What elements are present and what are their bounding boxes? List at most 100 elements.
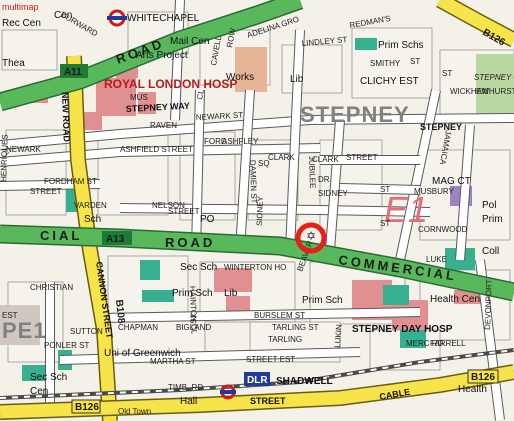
sec-sch-label: Sec Sch (180, 262, 217, 273)
uni-label: Uni of Greenwich (104, 348, 181, 359)
street-label: TARLING (268, 335, 302, 344)
street-label: SMITHY (370, 59, 401, 68)
street-label: LINDLEY ST (301, 35, 347, 48)
synagogue-star-icon: ✡ (306, 229, 316, 243)
multimap-watermark: multimap (2, 2, 39, 12)
hainton-label: HAINTON CL (188, 286, 199, 335)
street-label: EST (2, 311, 18, 320)
marker-ring (295, 222, 327, 254)
dlr-label: DLR (247, 375, 268, 386)
street-label: BIGLAND (176, 323, 211, 332)
a11-shield (60, 64, 88, 78)
a-roads (0, 0, 514, 302)
cen-top-label: Cen (54, 10, 72, 21)
street-label: ST (410, 57, 420, 66)
street-label: DR (318, 175, 330, 184)
a11-label: A11 (64, 67, 82, 78)
prim-sch-label: Prim Sch (172, 288, 213, 299)
district-stepney: STEPNEY (300, 102, 410, 127)
clichy-label: CLICHY EST (360, 76, 419, 87)
street-label: ST (380, 185, 390, 194)
cen-left-label: Cen (30, 386, 48, 397)
street-label: SQ (258, 159, 270, 168)
postcode-e1: E1 (384, 189, 428, 230)
street-label: CORNWOOD (418, 225, 468, 234)
prim-right-label: Prim (482, 214, 503, 225)
location-marker[interactable]: ✡ (295, 222, 327, 254)
devonport-label: DEVONPORT (483, 279, 494, 330)
street-label: LUKE (426, 255, 447, 264)
street-label: TARLING ST (272, 323, 319, 332)
lib-top-label: Lib (290, 74, 304, 85)
mail-cen-label: Mail Cen (170, 36, 209, 47)
whitechapel-station-icon (107, 9, 127, 27)
damien-label: DAMIEN ST (248, 160, 259, 204)
b126-right-label: B126 (471, 372, 495, 383)
street-label: MUS (130, 93, 148, 102)
street-label: CHAPMAN (118, 323, 158, 332)
rec-cen-label: Rec Cen (2, 18, 41, 29)
district-pe1: PE1 (2, 318, 47, 343)
street-label: WICKHAM (450, 87, 489, 96)
street-label: CLARK (268, 153, 295, 162)
street-label: ASHFLEY (222, 137, 259, 146)
poi-labels: ROYAL LONDON HOSP STEPNEY DAY HOSP Works… (2, 10, 514, 407)
street-label: ROW (225, 27, 237, 48)
stepney-green-label: STEPNEY GREEN (474, 73, 514, 82)
street-label: STREET EST (246, 355, 295, 364)
b108-label: B108 (113, 299, 126, 324)
stations: WHITECHAPEL DLR SHADWELL (107, 9, 333, 400)
royal-london-label: ROYAL LONDON HOSP (104, 77, 237, 91)
sidney-label: SIDNEY (255, 195, 265, 226)
street-label: BURSLEM ST (254, 311, 305, 320)
street-label: MUSBURY (414, 187, 455, 196)
prim-schs-label: Prim Schs (378, 40, 424, 51)
street-label: NEWARK (6, 145, 41, 154)
commercial-road-label: ROAD (165, 235, 215, 250)
stepney-day-hosp-label: STEPNEY DAY HOSP (352, 324, 453, 335)
whitechapel-label: WHITECHAPEL (127, 13, 200, 24)
street-label: SUTTON (70, 327, 103, 336)
street-label: VARDEN (74, 201, 107, 210)
b126-right-shield (467, 369, 499, 384)
stepney-right-label: STEPNEY (420, 122, 462, 132)
street-label: STREET (346, 153, 378, 162)
a13-label: A13 (106, 234, 125, 245)
po-right-label: Pol (482, 200, 496, 211)
a13-shield (102, 231, 132, 245)
street-label: RAVEN (150, 121, 177, 130)
street-label: ASHFIELD STREET (120, 145, 193, 154)
shadwell-label: SHADWELL (276, 376, 333, 387)
street-label: CHRISTIAN (30, 283, 73, 292)
street-label: CL (195, 88, 206, 100)
dlr-rail (0, 348, 514, 400)
prim-sch-2-label: Prim Sch (302, 295, 343, 306)
arts-label: Arts Project (136, 50, 188, 61)
stepney-way-label: STEPNEY WAY (126, 101, 190, 114)
street-label: CLARK (312, 155, 339, 164)
street-label: FARRELL (430, 339, 466, 348)
lib-mid-label: Lib (224, 288, 238, 299)
new-road-label: NEW ROAD (60, 92, 72, 143)
street-label: NELSON (152, 201, 185, 210)
dlr-sign (244, 372, 270, 386)
street-label: ST (442, 69, 452, 78)
street-label: MARTHA ST (150, 357, 196, 366)
theatre-label: Thea (2, 58, 25, 69)
district-labels: STEPNEY E1 PE1 (2, 102, 428, 343)
street-label: SIDNEY (318, 189, 348, 198)
street-label: EWHURST (476, 87, 514, 96)
health-cen-label: Health Cen (430, 294, 480, 305)
lukin-label: LUKIN (333, 324, 344, 348)
hall-label: Hall (180, 396, 197, 407)
street-label: ST (380, 219, 390, 228)
street-label: STREET (30, 187, 62, 196)
mag-ct-label: MAG CT (432, 176, 471, 187)
sec-sch-left-label: Sec Sch (30, 372, 67, 383)
health-label: Health (458, 384, 487, 395)
po-label: PO (200, 214, 215, 225)
b126-left-label: B126 (75, 402, 99, 413)
